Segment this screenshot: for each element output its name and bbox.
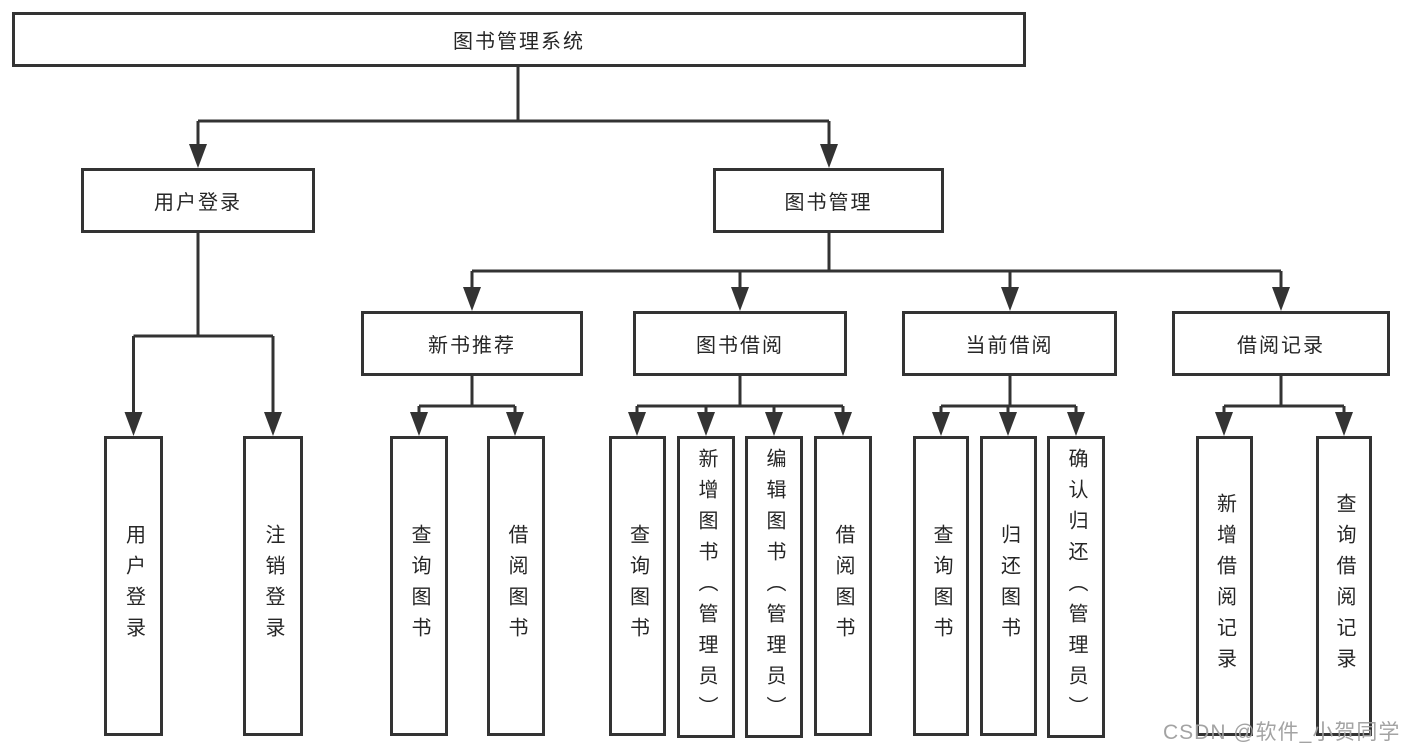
connector-book-borrow-to-leaves — [635, 376, 845, 418]
leaf-query-books-recommend: 查询图书 — [390, 436, 448, 736]
connector-user-login-to-leaves — [132, 233, 275, 418]
arrowheads — [124, 144, 1353, 436]
node-book-management: 图书管理 — [713, 168, 944, 233]
node-book-borrow: 图书借阅 — [633, 311, 847, 376]
leaf-borrow-books: 借阅图书 — [814, 436, 872, 736]
watermark-csdn: CSDN @软件_小贺同学 — [1163, 721, 1401, 744]
leaf-logout: 注销登录 — [243, 436, 303, 736]
leaf-query-books-current: 查询图书 — [913, 436, 969, 736]
node-current-borrow: 当前借阅 — [902, 311, 1117, 376]
node-borrow-records: 借阅记录 — [1172, 311, 1390, 376]
connector-new-book-rec-to-leaves — [417, 376, 517, 418]
leaf-borrow-books-recommend: 借阅图书 — [487, 436, 545, 736]
leaf-add-book-admin: 新增图书（管理员） — [677, 436, 735, 738]
connector-root-to-branches — [196, 67, 831, 152]
node-user-login: 用户登录 — [81, 168, 315, 233]
node-new-book-recommend: 新书推荐 — [361, 311, 583, 376]
connector-borrow-record-to-leaves — [1222, 376, 1346, 418]
node-root: 图书管理系统 — [12, 12, 1026, 67]
leaf-query-books-borrow: 查询图书 — [609, 436, 666, 736]
leaf-confirm-return-admin: 确认归还（管理员） — [1047, 436, 1105, 738]
leaf-return-book: 归还图书 — [980, 436, 1037, 736]
leaf-user-login: 用户登录 — [104, 436, 163, 736]
leaf-query-borrow-record: 查询借阅记录 — [1316, 436, 1372, 736]
leaf-edit-book-admin: 编辑图书（管理员） — [745, 436, 803, 738]
leaf-add-borrow-record: 新增借阅记录 — [1196, 436, 1253, 736]
connector-book-mgmt-to-modules — [470, 233, 1283, 293]
connector-current-borrow-to-leaves — [939, 376, 1078, 418]
